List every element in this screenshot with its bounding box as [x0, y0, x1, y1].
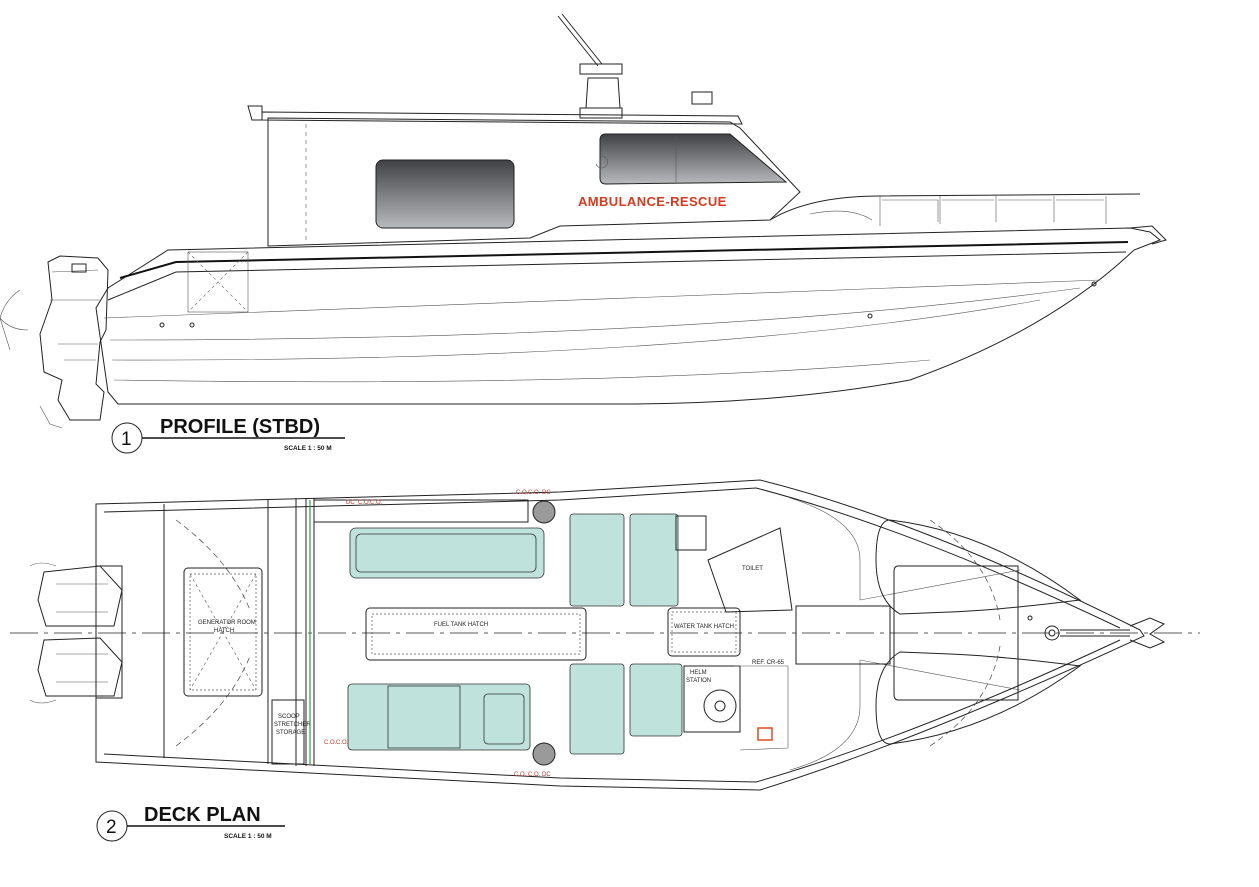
scoop-label-3: STORAGE	[276, 730, 305, 736]
profile-number: 1	[121, 429, 132, 450]
bow-rail	[769, 193, 1141, 226]
equipment-tag: DC	[542, 490, 551, 496]
generator-hatch-label-2: HATCH	[214, 628, 234, 634]
cabin-window	[375, 159, 515, 229]
deck-plan-number: 2	[106, 817, 117, 838]
equipment-tag: C.O.	[370, 500, 383, 506]
equipment-tag: DC	[542, 772, 551, 778]
deck-plan-title: DECK PLAN	[144, 804, 261, 826]
bow-deck	[875, 519, 1166, 747]
deck-hull-outline	[95, 479, 1145, 791]
equipment-tag: C.O.	[336, 740, 349, 746]
deck-plan-title-block: 2 DECK PLAN SCALE 1 : 50 M	[96, 804, 285, 842]
equipment-tag: C.O.	[324, 740, 337, 746]
scoop-label-2: STRETCHER	[274, 722, 311, 728]
twin-outboards	[29, 562, 123, 704]
equipment-tags: DC C.O. C.O. C.O. C.O. DC C.O. C.O. C.O.…	[324, 490, 551, 778]
equipment-tag: C.O.	[358, 500, 371, 506]
helm-label-2: STATION	[686, 678, 711, 684]
water-tank-hatch-label: WATER TANK HATCH	[674, 624, 734, 630]
wheelhouse-window	[599, 133, 788, 185]
cabin: AMBULANCE-RESCUE	[247, 13, 801, 247]
ambulance-rescue-marking: AMBULANCE-RESCUE	[578, 194, 727, 209]
wheelhouse-layout: WATER TANK HATCH TOILET HELM STATION REF…	[569, 513, 891, 755]
main-cabin: FUEL TANK HATCH	[313, 499, 587, 766]
toilet-label: TOILET	[742, 566, 763, 572]
hull	[95, 225, 1167, 405]
outboard-engine	[0, 255, 109, 429]
equipment-tag: C.O.	[528, 490, 541, 496]
generator-hatch-label: GENERATOR ROOM	[198, 620, 256, 626]
deck-plan-scale: SCALE 1 : 50 M	[224, 833, 272, 840]
equipment-tag: C.O.	[528, 772, 541, 778]
equipment-tag: DC	[346, 500, 355, 506]
helm-label-1: HELM	[690, 670, 707, 676]
deck-plan-view: GENERATOR ROOM HATCH SCOOP STRETCHER STO…	[10, 479, 1200, 842]
profile-view: AMBULANCE-RESCUE 1 PROFILE (STBD) SCALE …	[0, 13, 1167, 454]
equipment-tag: C.O.	[514, 772, 527, 778]
fuel-tank-hatch-label: FUEL TANK HATCH	[434, 622, 488, 628]
scoop-label-1: SCOOP	[278, 714, 300, 720]
ref-fridge-label: REF. CR-65	[752, 660, 785, 666]
profile-scale: SCALE 1 : 50 M	[284, 445, 332, 452]
profile-title: PROFILE (STBD)	[160, 416, 320, 438]
aft-deck: GENERATOR ROOM HATCH SCOOP STRETCHER STO…	[163, 498, 315, 766]
profile-title-block: 1 PROFILE (STBD) SCALE 1 : 50 M	[111, 416, 345, 454]
equipment-tag: C.O.	[516, 490, 529, 496]
